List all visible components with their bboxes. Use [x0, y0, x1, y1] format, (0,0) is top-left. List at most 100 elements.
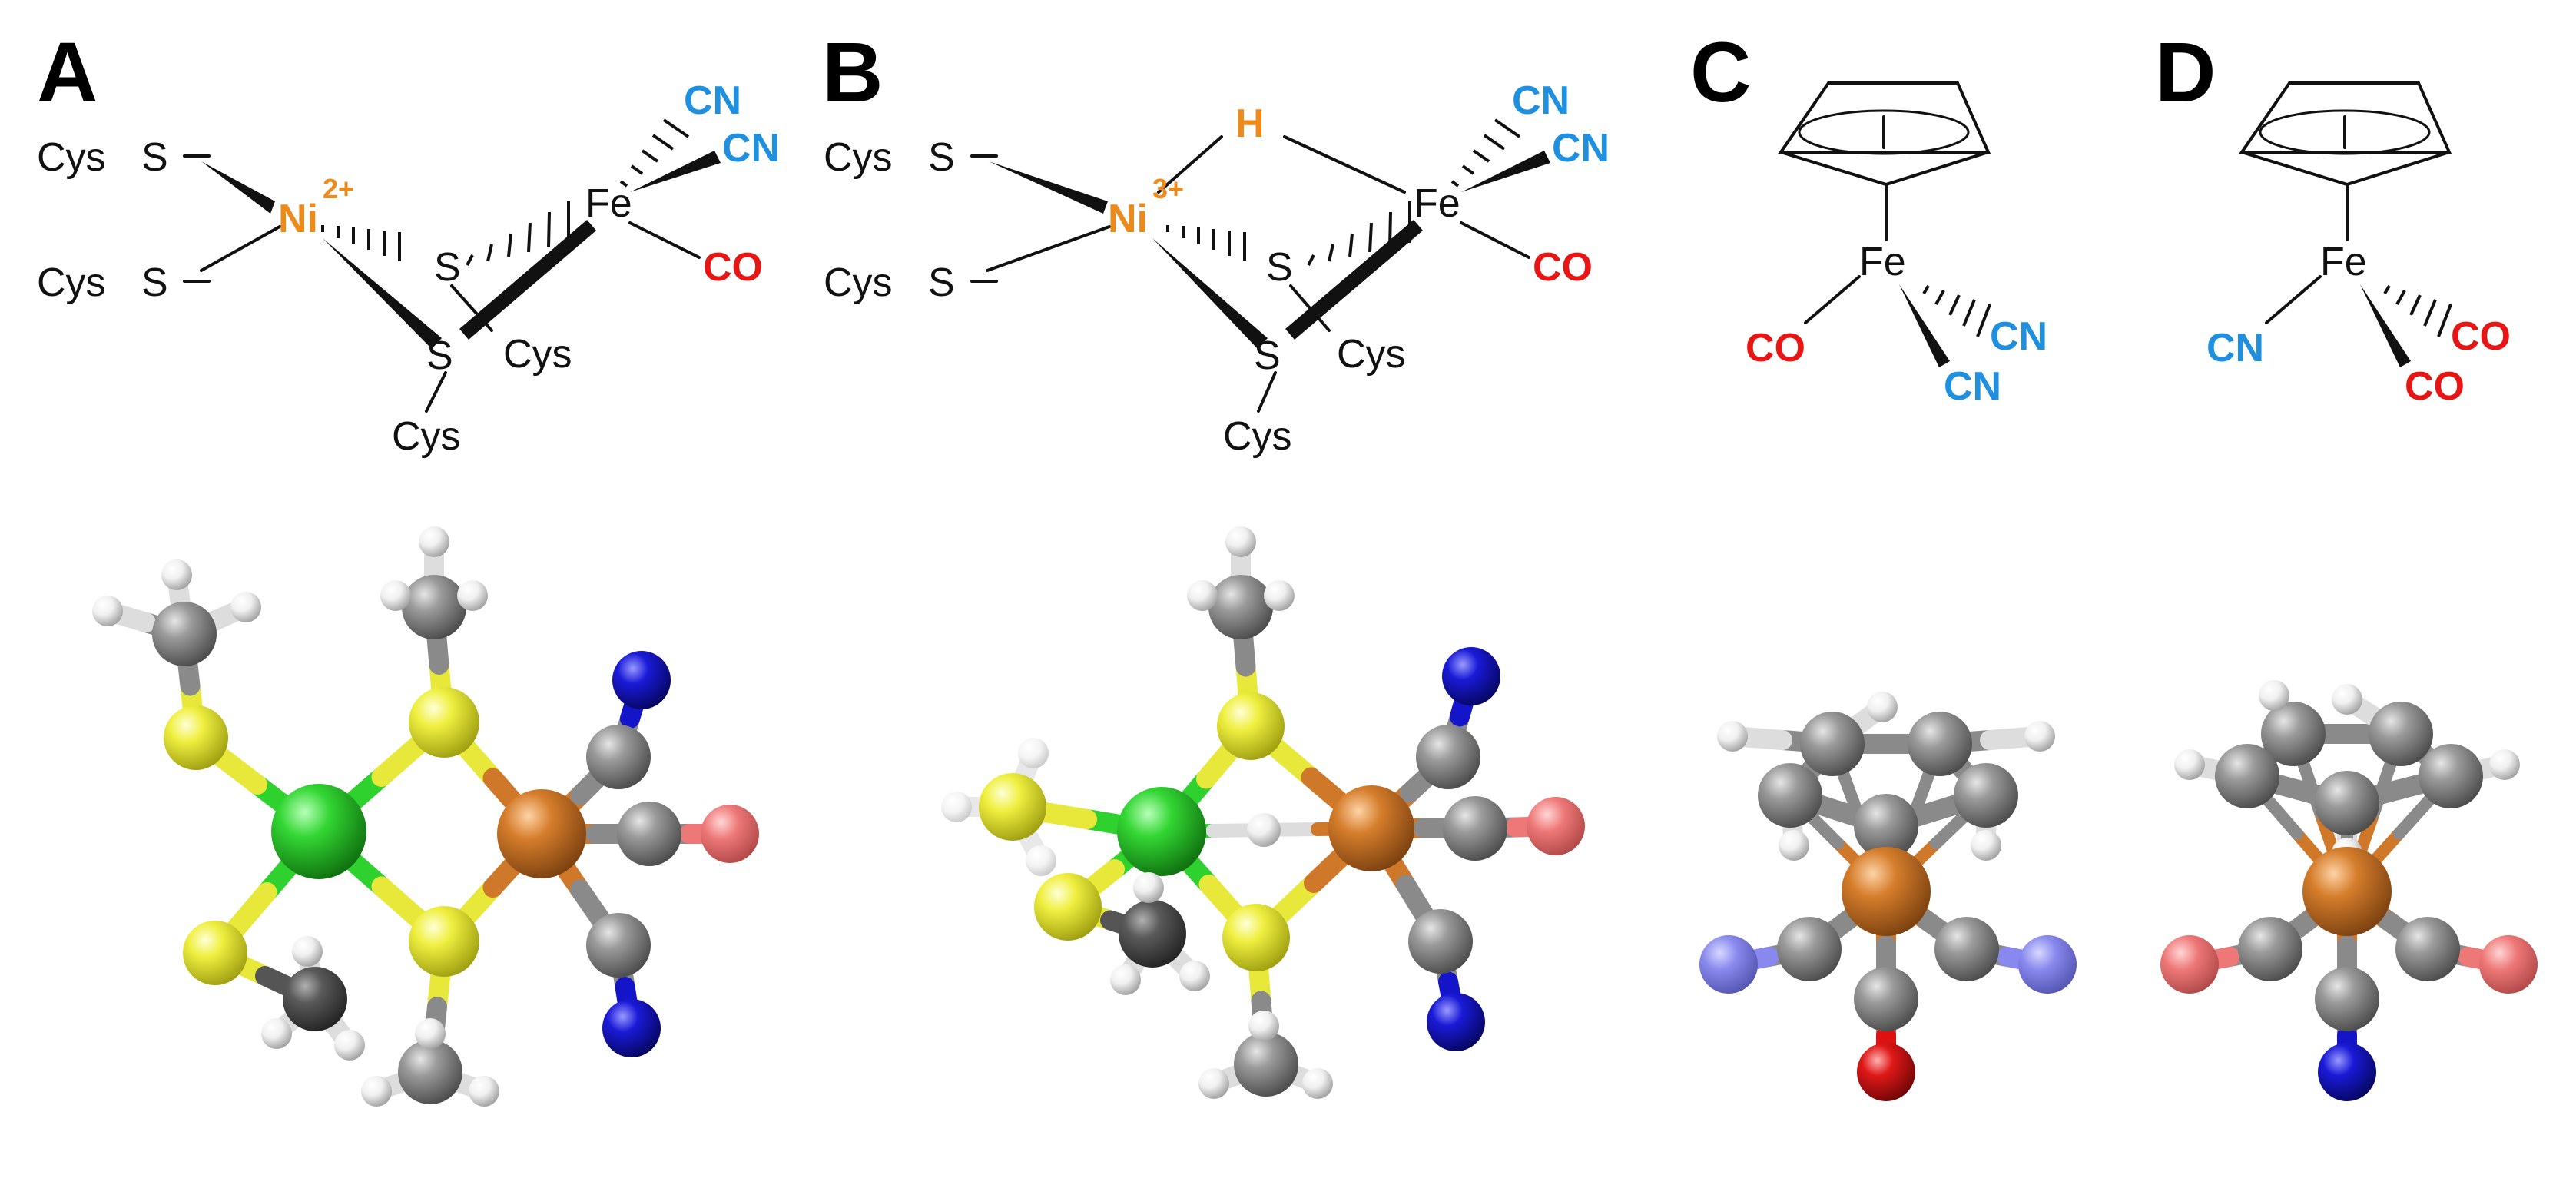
oxygen-atom: [1527, 797, 1585, 855]
hashed-bond: [1307, 201, 1411, 266]
svg-text:Cys: Cys: [37, 261, 106, 305]
hashed-bond: [1450, 118, 1521, 188]
wedge-bond: [1152, 238, 1268, 349]
panel-letter-d: D: [2155, 25, 2216, 120]
cys-label: Cys: [392, 414, 461, 459]
bond: [1804, 275, 1861, 324]
carbonyl-label: CO: [2451, 314, 2511, 359]
panel-a-formula: A: [37, 25, 780, 459]
oxygen-atom: [2479, 935, 2538, 994]
bond: [986, 225, 1111, 272]
bond: [200, 225, 281, 272]
hydrogen-atom: [1717, 721, 1748, 752]
carbon-atom: [1800, 712, 1865, 776]
cyanide-label: CN: [1552, 126, 1610, 171]
cyclopentadienyl-ring-front: [2241, 151, 2450, 187]
svg-text:S: S: [434, 245, 461, 290]
bond: [1257, 371, 1277, 413]
bridging-sulfur-label: S: [434, 245, 461, 290]
svg-text:Cys: Cys: [503, 332, 572, 377]
panel-letter-c: C: [1690, 25, 1751, 120]
bond: [425, 371, 447, 413]
nitrogen-atom: [612, 651, 671, 709]
hydrogen-atom: [1867, 692, 1898, 722]
carbon-atom: [1934, 917, 1999, 981]
nitrogen-atom: [602, 999, 661, 1057]
svg-text:Cys: Cys: [392, 414, 461, 459]
hydrogen-atom: [292, 936, 323, 967]
carbon-atom: [2315, 771, 2379, 835]
iron-atom: [497, 789, 586, 878]
hydrogen-atom: [1264, 580, 1295, 611]
bridging-sulfur-label: S: [426, 334, 453, 378]
hydrogen-atom: [2024, 721, 2055, 752]
hydrogen-atom: [2332, 684, 2362, 715]
hydride-label: H: [1235, 101, 1265, 146]
hydrogen-atom: [457, 580, 488, 611]
hydrogen-atom: [261, 1018, 292, 1049]
sulfur-atom: [409, 687, 479, 758]
sulfur-atom: [1217, 692, 1285, 760]
svg-text:S: S: [928, 261, 955, 305]
carbonyl-label: CO: [1746, 326, 1805, 370]
sulfur-atom: [1034, 873, 1102, 941]
bond: [628, 221, 701, 259]
hydrogen-atom: [334, 1030, 365, 1061]
carbon-atom: [283, 967, 347, 1031]
carbon-atom: [1854, 967, 1918, 1031]
panel-b-model: [941, 526, 1585, 1099]
hydrogen-atom: [941, 792, 972, 822]
oxygen-atom: [1857, 1043, 1915, 1101]
iron-label: Fe: [585, 181, 632, 226]
iron-atom: [2302, 847, 2392, 936]
hashed-bond: [619, 118, 690, 188]
cys-label: Cys: [37, 135, 106, 180]
carbon-atom: [1777, 917, 1842, 981]
iron-atom: [1328, 785, 1414, 871]
svg-text:S: S: [426, 334, 453, 378]
nitrogen-atom: [2318, 1043, 2376, 1101]
carbon-atom: [2215, 744, 2279, 808]
svg-text:CO: CO: [1533, 245, 1593, 290]
svg-text:S: S: [141, 135, 168, 180]
nickel-atom: [271, 784, 366, 879]
carbon-atom: [2395, 917, 2460, 981]
hashed-bond: [1166, 225, 1246, 261]
panel-a-model: [92, 526, 759, 1107]
carbon-atom: [1854, 794, 1918, 858]
wedge-bond: [459, 220, 596, 340]
nitrogen-atom: [1427, 993, 1485, 1051]
svg-text:S: S: [1254, 334, 1281, 378]
sulfur-label: S: [141, 261, 168, 305]
wedge-bond: [1461, 151, 1550, 192]
aromatic-circle: [1798, 109, 1970, 155]
bond: [2265, 275, 2322, 324]
svg-text:CN: CN: [1512, 78, 1570, 123]
cyanide-label: CN: [1512, 78, 1570, 123]
hydrogen-atom: [419, 526, 449, 557]
hydrogen-atom: [1133, 872, 1164, 903]
svg-text:Cys: Cys: [37, 135, 106, 180]
svg-text:S: S: [141, 261, 168, 305]
svg-text:Cys: Cys: [1337, 332, 1406, 377]
cys-label: Cys: [824, 135, 893, 180]
iron-label: Fe: [1859, 240, 1906, 284]
wedge-bond: [201, 161, 275, 214]
hydrogen-atom: [1248, 1011, 1279, 1041]
carbon-atom: [1443, 796, 1507, 861]
hydrogen-atom: [1302, 1068, 1333, 1099]
hydrogen-atom: [1018, 738, 1049, 768]
svg-text:CN: CN: [1944, 364, 2001, 409]
sulfur-atom: [409, 906, 479, 977]
carbonyl-label: CO: [703, 245, 763, 290]
cyanide-label: CN: [684, 78, 741, 123]
cyanide-label: CN: [2206, 326, 2264, 370]
carbon-atom: [1908, 712, 1972, 776]
svg-text:CO: CO: [1746, 326, 1805, 370]
panel-letter-b: B: [822, 25, 883, 120]
svg-text:CN: CN: [2206, 326, 2264, 370]
svg-text:Ni: Ni: [1108, 197, 1148, 241]
svg-text:Fe: Fe: [585, 181, 632, 226]
carbon-atom: [617, 802, 681, 866]
nickel-label: Ni: [1108, 197, 1148, 241]
